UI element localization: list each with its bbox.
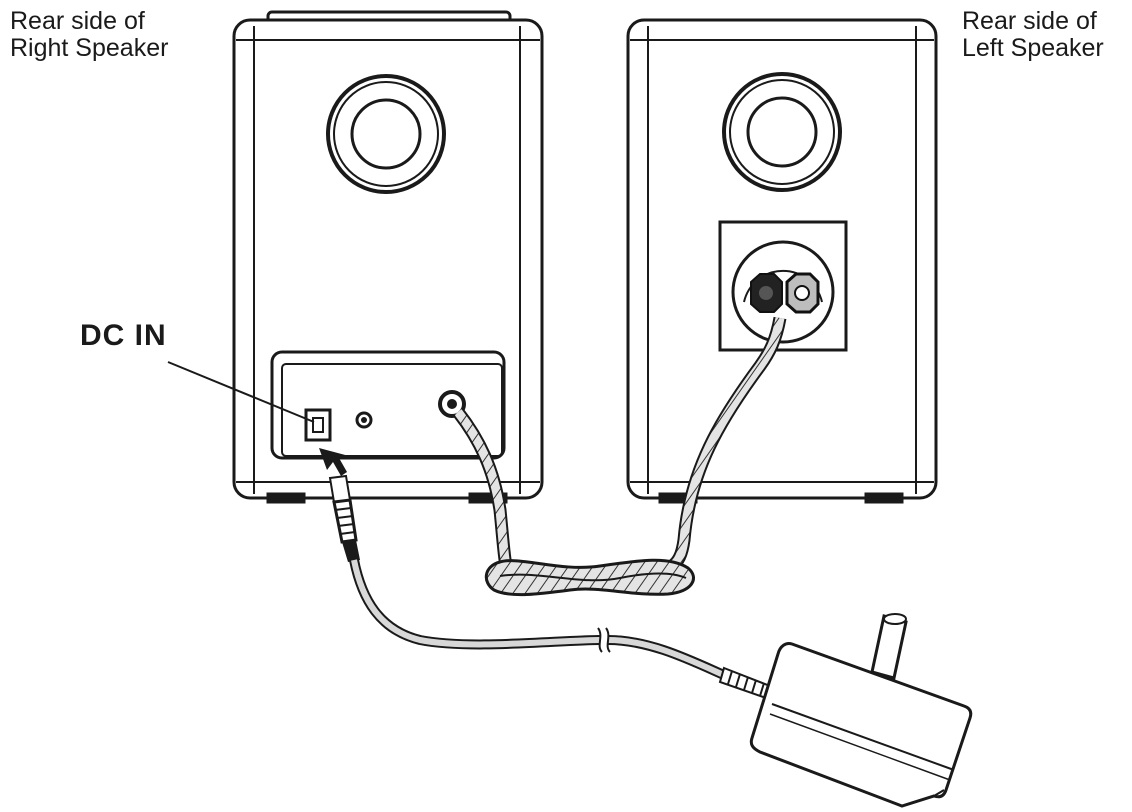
left-speaker-port — [722, 72, 842, 192]
dc-plug — [328, 474, 360, 562]
dc-in-leader-line — [167, 361, 315, 423]
left-speaker-label-line1: Rear side of — [962, 7, 1097, 35]
right-speaker-label-line2: Right Speaker — [10, 34, 169, 62]
speaker-cable — [452, 316, 787, 597]
left-speaker-label-line2: Left Speaker — [962, 34, 1104, 62]
terminal-black — [750, 273, 783, 313]
right-speaker-label: Rear side of Right Speaker — [10, 8, 168, 62]
right-speaker-port — [326, 74, 446, 194]
right-speaker-body — [232, 10, 544, 504]
insert-arrow — [319, 448, 349, 476]
terminal-red — [785, 272, 820, 314]
left-speaker-label: Rear side of Left Speaker — [962, 8, 1104, 62]
panel-screw — [355, 411, 373, 429]
dc-in-jack — [304, 408, 332, 442]
right-speaker-label-line1: Rear side of — [10, 7, 145, 35]
dc-in-label: DC IN — [80, 319, 167, 352]
power-cord — [349, 559, 772, 700]
power-adapter — [749, 613, 973, 808]
cable-grommet — [438, 390, 466, 418]
